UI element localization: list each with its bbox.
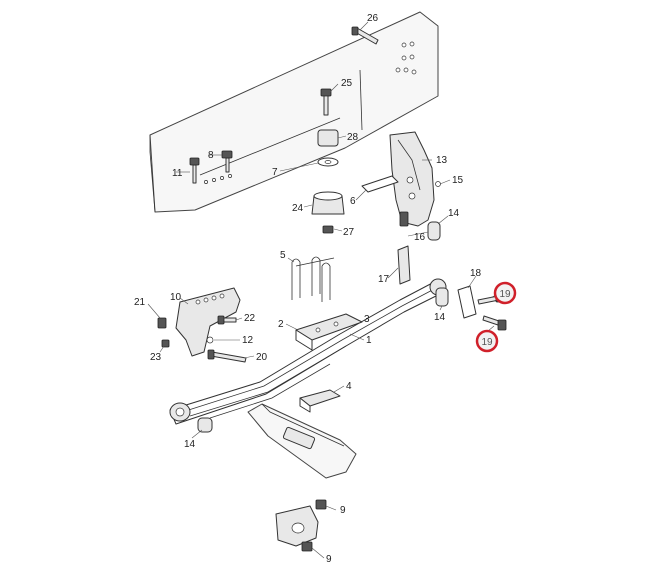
- callout-13: 13: [436, 155, 448, 166]
- bushing-16: [427, 221, 441, 241]
- callout-3: 3: [364, 314, 370, 325]
- callout-15: 15: [452, 175, 464, 186]
- callout-20: 20: [256, 352, 268, 363]
- bump-stop-assembly: [311, 129, 345, 234]
- callout-18: 18: [470, 268, 482, 279]
- plate-6: [361, 175, 399, 193]
- bolt-25: [320, 88, 332, 116]
- callout-10: 10: [170, 292, 182, 303]
- clamp-plate-3: [295, 313, 363, 351]
- callout-24: 24: [292, 203, 304, 214]
- callout-25: 25: [341, 78, 353, 89]
- callout-labels: 26 25 28 8 7 11 24 27 6 13 15 16 14 5 17…: [134, 13, 482, 565]
- bushing-14-rear: [197, 417, 213, 433]
- hanger-bracket-10: [175, 287, 241, 357]
- bushing-14-front: [435, 287, 449, 307]
- callout-19-a: 19: [499, 289, 511, 300]
- bolt-26: [351, 26, 379, 45]
- callout-5: 5: [280, 250, 286, 261]
- callout-27: 27: [343, 227, 355, 238]
- callout-6: 6: [350, 196, 356, 207]
- bolt-19-lower: [482, 315, 507, 331]
- callout-1: 1: [366, 335, 372, 346]
- callout-7: 7: [272, 167, 278, 178]
- callout-17: 17: [378, 274, 390, 285]
- callout-9-a: 9: [340, 505, 346, 516]
- callout-14-a: 14: [448, 208, 460, 219]
- callout-23: 23: [150, 352, 162, 363]
- nut-9-upper: [315, 499, 327, 510]
- callout-11: 11: [172, 168, 183, 179]
- callout-12: 12: [242, 335, 254, 346]
- callout-16: 16: [414, 232, 426, 243]
- bolt-8: [221, 150, 233, 173]
- frame-rail: [149, 11, 439, 213]
- callout-28: 28: [347, 132, 359, 143]
- shackle-link-17: [397, 245, 411, 285]
- leaf-spring-1: [169, 278, 447, 425]
- callout-14-c: 14: [184, 439, 196, 450]
- callout-8: 8: [208, 150, 214, 161]
- highlight-ring: [493, 281, 517, 305]
- callout-26: 26: [367, 13, 379, 24]
- callout-21: 21: [134, 297, 146, 308]
- bolt-22: [217, 315, 237, 325]
- callout-2: 2: [278, 319, 284, 330]
- nut-9-lower: [301, 541, 313, 552]
- highlight-ring: [475, 329, 499, 353]
- nut-23: [161, 339, 170, 348]
- callout-22: 22: [244, 313, 256, 324]
- bottom-plate-12: [275, 505, 319, 547]
- callout-9-b: 9: [326, 554, 332, 565]
- callout-19-b: 19: [481, 337, 493, 348]
- bolt-20: [207, 349, 247, 363]
- hanger-bracket-13: [389, 131, 441, 227]
- callout-14-b: 14: [434, 312, 446, 323]
- bolt-11: [189, 157, 200, 184]
- axle-housing: [247, 403, 357, 479]
- callout-4: 4: [346, 381, 352, 392]
- highlighted-callout-19-upper[interactable]: 19: [493, 281, 517, 305]
- u-bolts-5: [291, 256, 335, 302]
- lower-seat-4: [299, 389, 341, 413]
- shackle-plate-18: [457, 285, 477, 319]
- highlighted-callout-19-lower[interactable]: 19: [475, 329, 499, 353]
- leader-lines: [147, 21, 499, 559]
- bolt-21: [157, 317, 167, 329]
